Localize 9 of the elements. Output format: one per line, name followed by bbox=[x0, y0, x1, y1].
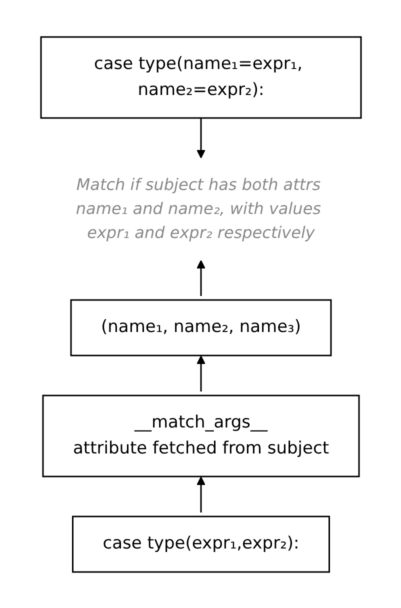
node-box: __match_args__ attribute fetched from subject bbox=[42, 394, 360, 477]
arrow bbox=[196, 260, 205, 296]
arrow bbox=[196, 476, 205, 512]
arrow bbox=[196, 118, 205, 158]
node-box: case type(expr₁,expr₂): bbox=[72, 515, 330, 572]
arrow bbox=[196, 355, 205, 391]
node-text: Match if subject has both attrs name₁ and name₂, with values expr₁ and expr₂ respectively bbox=[75, 174, 320, 242]
node-box: (name₁, name₂, name₃) bbox=[70, 298, 332, 356]
node-box: case type(name₁=expr₁, name₂=expr₂): bbox=[40, 36, 362, 118]
